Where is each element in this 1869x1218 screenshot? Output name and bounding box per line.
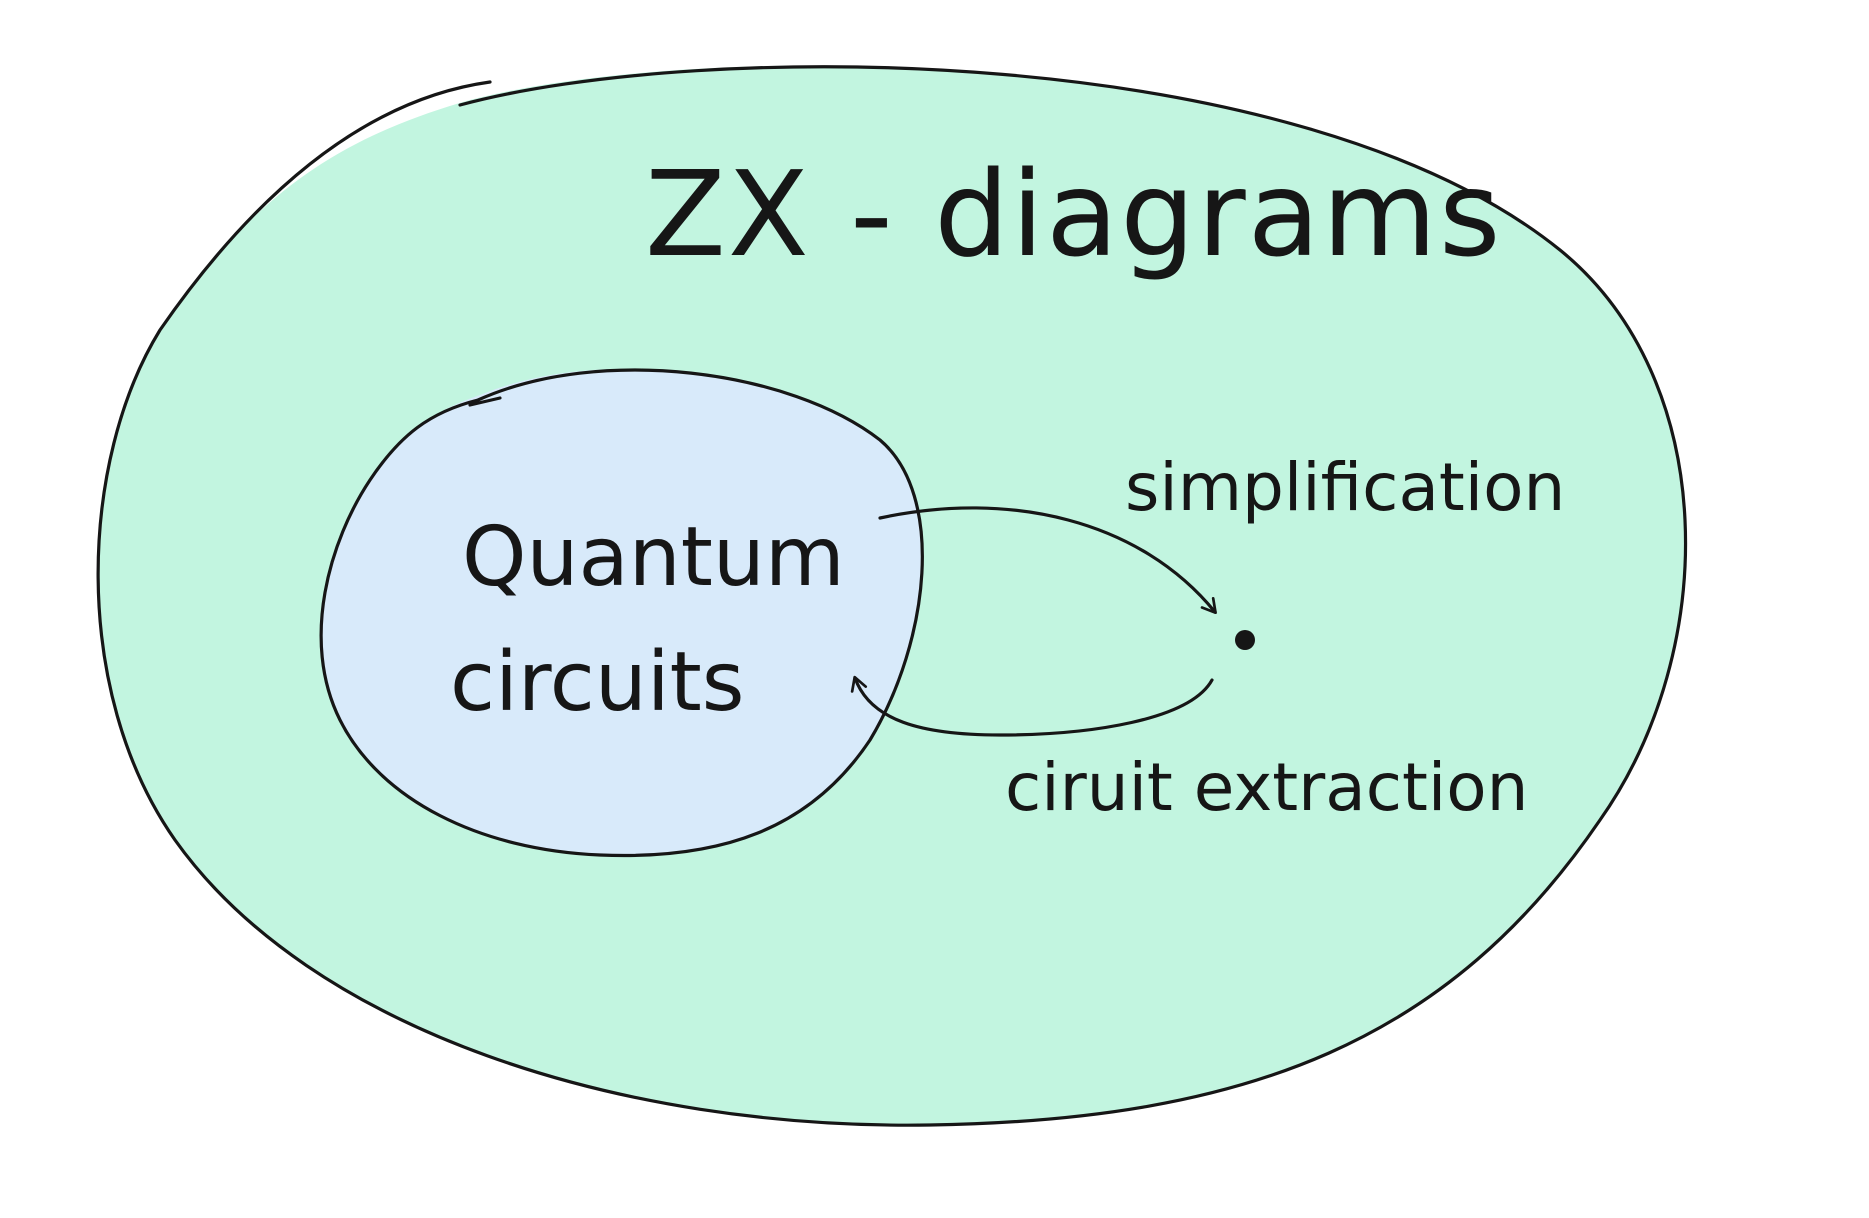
outer-region-outline [96,65,1688,1127]
circuit-extraction-label: ciruit extraction [1005,749,1528,826]
outer-region-label: ZX - diagrams [645,145,1502,283]
simplification-arrow [878,506,1217,615]
inner-region-label-line1: Quantum [462,510,845,605]
simplified-point [1235,630,1255,650]
inner-region-fill [321,368,923,856]
circuit-extraction-arrow [850,675,1214,737]
inner-region-outline [319,368,924,858]
simplification-label: simplification [1125,449,1565,526]
inner-region-label-line2: circuits [450,635,745,730]
